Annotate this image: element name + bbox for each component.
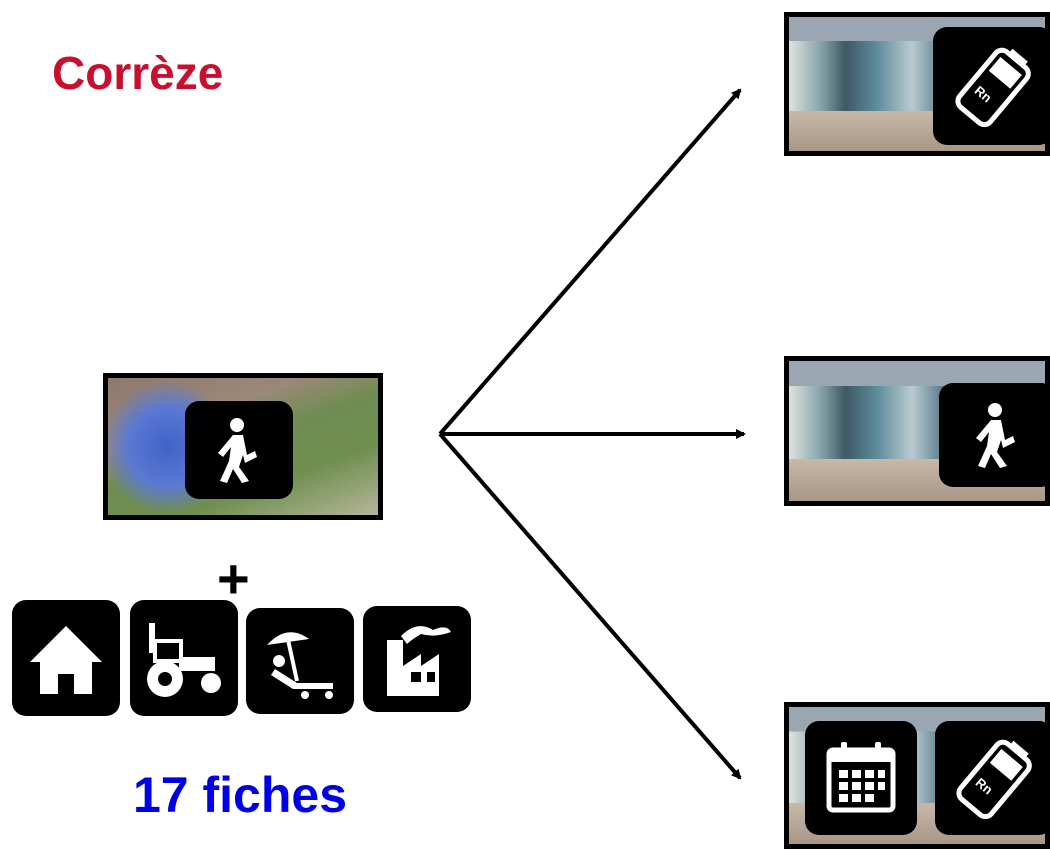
house-icon	[12, 600, 120, 716]
svg-text:Rn: Rn	[973, 775, 996, 798]
calendar-icon	[805, 721, 917, 835]
page-title: Corrèze	[52, 47, 224, 99]
pedestrian-survey-icon	[939, 383, 1045, 487]
output-photo-2	[784, 356, 1050, 506]
fiche-count: 17 fiches	[133, 767, 348, 823]
radon-detector-icon: Rn	[935, 721, 1045, 835]
svg-text:Rn: Rn	[972, 83, 995, 106]
arrow-to-output-1	[438, 88, 742, 436]
output-photo-1: Rn	[784, 12, 1050, 156]
tractor-icon	[130, 600, 238, 716]
radon-detector-icon: Rn	[933, 27, 1045, 145]
plus-sign: +	[217, 547, 250, 610]
output-photo-3: Rn	[784, 702, 1050, 849]
arrow-to-output-3	[438, 432, 742, 780]
source-aerial-photo	[103, 373, 383, 520]
beach-leisure-icon	[246, 608, 354, 714]
pedestrian-survey-icon	[185, 401, 293, 499]
factory-icon	[363, 606, 471, 712]
